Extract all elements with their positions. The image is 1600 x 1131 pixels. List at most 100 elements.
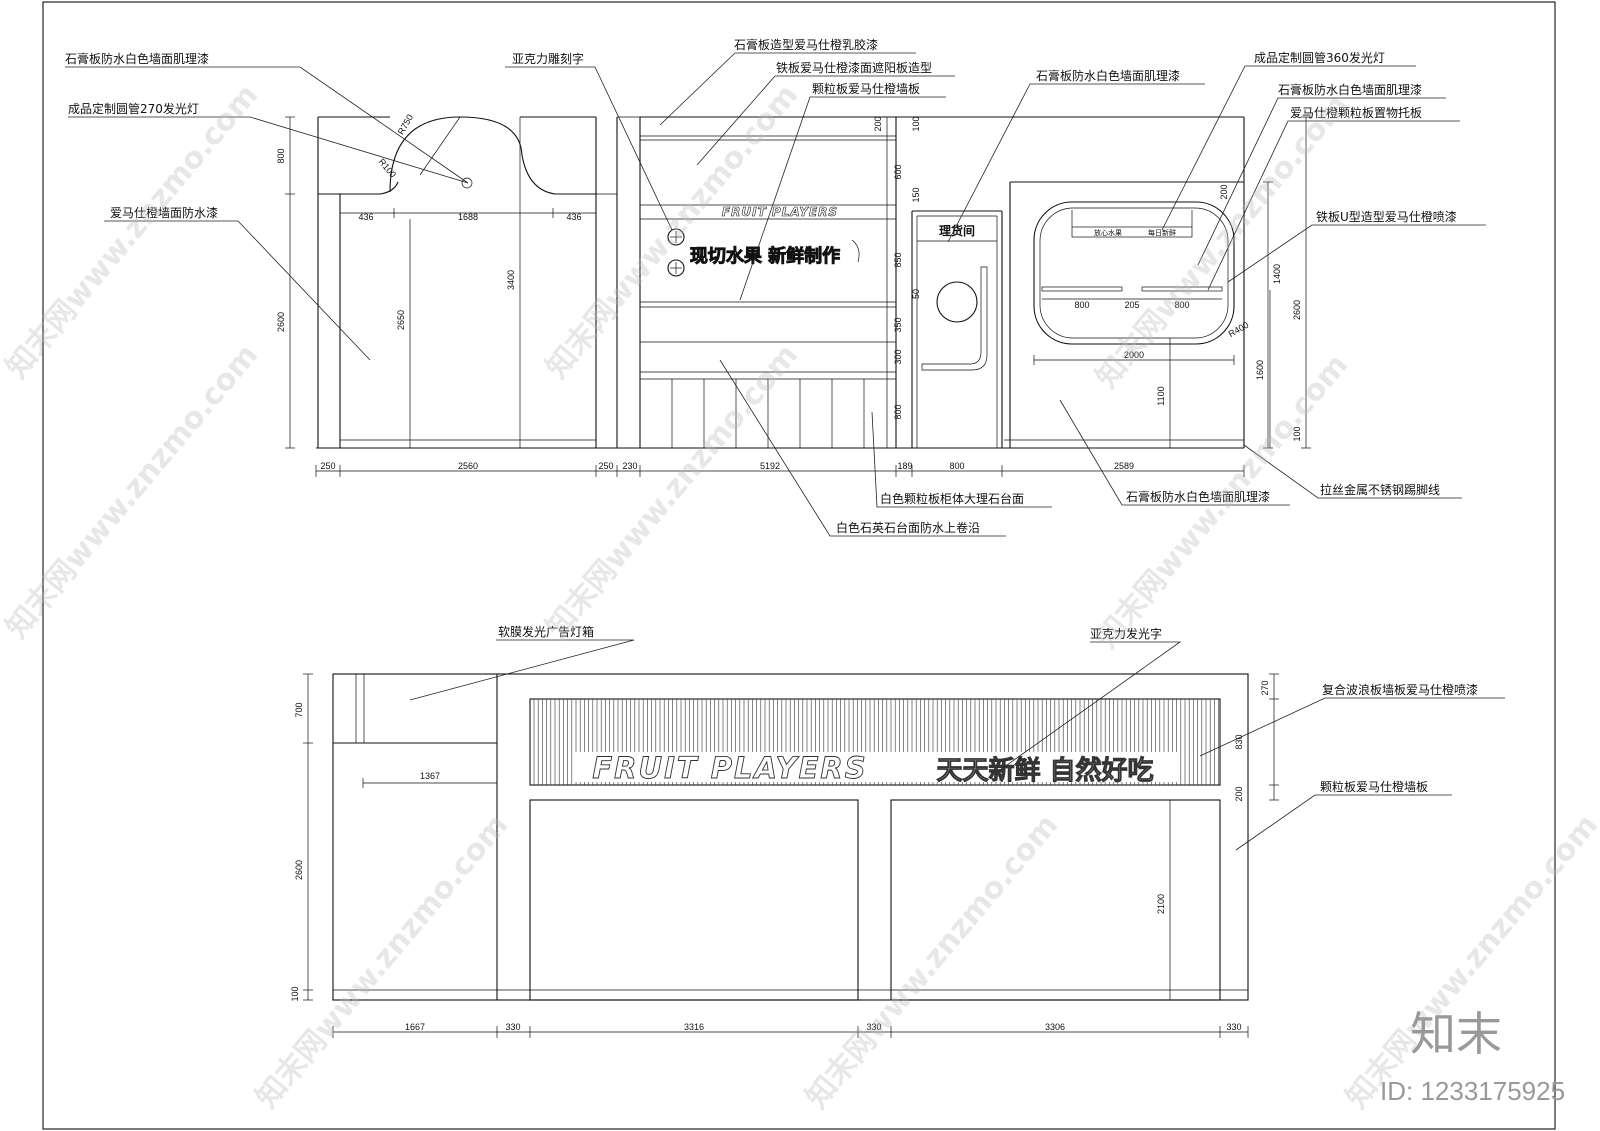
shelf-sign-board (1071, 226, 1193, 238)
dim-100-v: 100 (290, 986, 300, 1001)
label-lightbox: 软膜发光广告灯箱 (498, 624, 594, 639)
slogan-sign-bottom: 天天新鲜 自然好吃 (936, 755, 1153, 786)
watermark-8: 知末网www.znzmo.com (799, 808, 1065, 1115)
dim-250-a: 250 (320, 461, 335, 471)
watermark-1: 知末网www.znzmo.com (0, 78, 265, 385)
id-watermark: ID: 1233175925 (1380, 1076, 1565, 1106)
dim-2589: 2589 (1114, 461, 1134, 471)
label-corrugated: 复合波浪板墙板爱马仕橙喷漆 (1322, 682, 1478, 697)
dim-189: 189 (897, 461, 912, 471)
logo-watermark: 知末 (1410, 1007, 1502, 1061)
watermark-3: 知末网www.znzmo.com (1089, 88, 1355, 395)
leaders-top: 石膏板防水白色墙面肌理漆 成品定制圆管270发光灯 爱马仕橙墙面防水漆 亚克力雕… (65, 37, 1486, 537)
lemon-icon (667, 228, 685, 246)
dims-bottom-top: 250 2560 250 230 5192 189 800 2589 (315, 461, 1245, 477)
dim-100-a: 100 (911, 116, 921, 131)
door-handle[interactable] (921, 266, 988, 371)
dim-3316: 3316 (684, 1022, 704, 1032)
label-gypsum-white-right: 石膏板防水白色墙面肌理漆 (1278, 82, 1422, 97)
orange-icon (667, 259, 685, 277)
label-hermes-waterproof: 爱马仕橙墙面防水漆 (110, 205, 218, 220)
central-wall: FRUIT PLAYERS 现切水果 新鲜制作 (640, 116, 1244, 448)
dim-270: 270 (1260, 680, 1270, 695)
dim-800-v: 800 (276, 148, 286, 163)
dim-850: 850 (893, 252, 903, 267)
shelf-sign-left: 放心水果 (1094, 228, 1122, 237)
label-round-tube-360: 成品定制圆管360发光灯 (1254, 50, 1385, 65)
elevation-bottom: FRUIT PLAYERS 天天新鲜 自然好吃 1667 330 3316 33… (290, 624, 1505, 1038)
shelf-board-left (1041, 286, 1123, 292)
label-round-tube-270: 成品定制圆管270发光灯 (68, 101, 199, 116)
label-skirting: 拉丝金属不锈钢踢脚线 (1320, 482, 1440, 497)
brand-sign-bottom: FRUIT PLAYERS (592, 751, 867, 785)
label-particle-wall: 颗粒板爱马仕橙墙板 (1320, 779, 1428, 794)
dim-2600-v-bottom: 2600 (294, 860, 304, 880)
dim-800-b: 800 (893, 404, 903, 419)
shelf-sign-right: 每日新鲜 (1148, 228, 1176, 237)
arch-wall (317, 116, 641, 448)
label-iron-shading: 铁板爱马仕橙漆面遮阳板造型 (776, 60, 932, 75)
label-gypsum-white-bottom: 石膏板防水白色墙面肌理漆 (1126, 489, 1270, 504)
dim-2100: 2100 (1156, 894, 1166, 914)
dim-1100: 1100 (1156, 386, 1166, 405)
label-gypsum-latex: 石膏板造型爱马仕橙乳胶漆 (734, 37, 878, 52)
watermark-7: 知末网www.znzmo.com (249, 808, 515, 1115)
label-particle-board: 颗粒板爱马仕橙墙板 (812, 81, 920, 96)
elevation-top: FRUIT PLAYERS 现切水果 新鲜制作 理货间 (65, 37, 1486, 537)
dim-1367: 1367 (420, 771, 440, 781)
lower-panel-right (890, 799, 1221, 1001)
dim-436-b: 436 (566, 212, 581, 222)
label-acrylic-carved: 亚克力雕刻字 (512, 51, 584, 66)
dims-central: 200 100 600 150 850 50 350 300 800 (873, 116, 921, 448)
dim-230: 230 (622, 461, 637, 471)
leaders-bottom: 软膜发光广告灯箱 亚克力发光字 复合波浪板墙板爱马仕橙喷漆 颗粒板爱马仕橙墙板 (409, 624, 1505, 851)
dim-205: 205 (1124, 300, 1139, 310)
dim-1400: 1400 (1272, 264, 1282, 284)
dim-50: 50 (911, 289, 921, 299)
dim-300: 300 (893, 349, 903, 364)
dim-200-a: 200 (873, 116, 883, 131)
light-fixture-icon (461, 177, 473, 189)
label-acrylic-glow: 亚克力发光字 (1090, 626, 1162, 641)
dim-800-s1: 800 (1074, 300, 1089, 310)
shelf-board-right (1141, 286, 1223, 292)
u-frame (1033, 201, 1235, 345)
dim-830: 830 (1234, 734, 1244, 749)
dim-2000: 2000 (1124, 350, 1144, 360)
dim-330-a: 330 (505, 1022, 520, 1032)
watermark-2: 知末网www.znzmo.com (539, 78, 805, 385)
label-marble-counter: 白色颗粒板柜体大理石台面 (880, 491, 1024, 506)
dim-3400-v: 3400 (506, 270, 516, 290)
storeroom-door: 理货间 (911, 210, 1003, 448)
slogan-sign-top: 现切水果 新鲜制作 (690, 245, 840, 267)
dim-1667: 1667 (405, 1022, 425, 1032)
dim-2650-v: 2650 (396, 310, 406, 330)
dim-330-b: 330 (866, 1022, 881, 1032)
dim-436-a: 436 (358, 212, 373, 222)
brand-sign-top: FRUIT PLAYERS (722, 205, 838, 219)
dim-3306: 3306 (1045, 1022, 1065, 1032)
lower-panel-left (529, 799, 859, 1001)
dim-330-c: 330 (1226, 1022, 1241, 1032)
watermark-9: 知末网www.znzmo.com (1339, 808, 1600, 1115)
dim-150: 150 (911, 187, 921, 202)
dim-r750: R750 (396, 113, 415, 137)
dims-arch: 436 1688 436 800 2600 2650 3400 R750 R10… (276, 113, 597, 449)
label-particle-shelf: 爱马仕橙颗粒板置物托板 (1290, 105, 1422, 120)
watermark-4: 知末网www.znzmo.com (0, 338, 265, 645)
door-window (936, 281, 978, 323)
door-label: 理货间 (939, 223, 975, 238)
dim-1600: 1600 (1255, 360, 1265, 380)
dim-5192: 5192 (760, 461, 780, 471)
sheet-frame (42, 1, 1556, 1130)
dim-600: 600 (893, 164, 903, 179)
dim-2560: 2560 (458, 461, 478, 471)
dim-r100: R100 (377, 157, 398, 180)
right-wall: 放心水果 每日新鲜 (1009, 117, 1245, 448)
dim-350: 350 (893, 317, 903, 332)
dim-700-v: 700 (294, 702, 304, 717)
dim-2600-v: 2600 (276, 312, 286, 332)
corrugated-panel (529, 698, 1221, 786)
dim-800-s2: 800 (1174, 300, 1189, 310)
